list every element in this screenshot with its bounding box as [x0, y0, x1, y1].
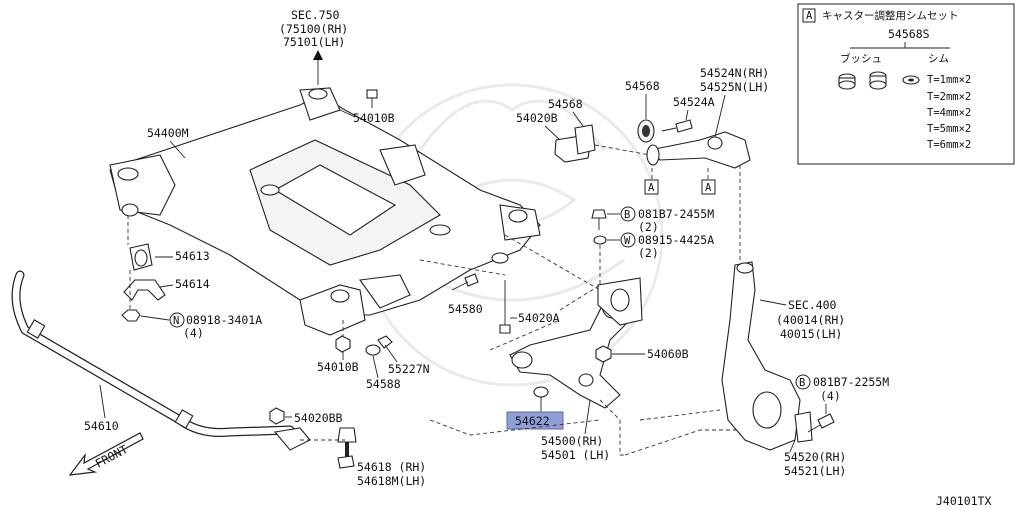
- figure-code: J40101TX: [936, 494, 991, 508]
- bush-icon-2: [869, 71, 887, 90]
- shim-size-2: T=2mm×2: [927, 91, 971, 103]
- sec750-label: SEC.750: [291, 8, 340, 22]
- sec750-rh-label: (75100(RH): [279, 22, 348, 36]
- shim-icon: [902, 75, 920, 85]
- circle-b-2: [795, 374, 811, 390]
- shim-size-4: T=5mm×2: [927, 123, 971, 135]
- bushing-54613[interactable]: [129, 243, 153, 271]
- label-54520: 54520(RH): [784, 450, 846, 464]
- bolt-081b7-2255m[interactable]: [807, 413, 835, 433]
- bush-icon-1: [838, 73, 856, 90]
- label-08915-qty: (2): [638, 246, 659, 260]
- label-081b7-2455m-qty: (2): [638, 220, 659, 234]
- washer-08915-4425a[interactable]: [593, 235, 607, 245]
- stabilizer-link-54618[interactable]: [273, 427, 357, 469]
- ref-a-box-2: [701, 179, 716, 195]
- label-54060b: 54060B: [647, 347, 689, 361]
- label-sec400: SEC.400: [788, 298, 837, 312]
- label-54010b-bottom: 54010B: [317, 360, 359, 374]
- label-54618: 54618 (RH): [357, 460, 426, 474]
- bolt-54010b-top[interactable]: [366, 89, 378, 108]
- ref-a-2: A: [705, 182, 712, 194]
- washer-54622[interactable]: [533, 386, 549, 412]
- label-54622[interactable]: 54622: [515, 414, 550, 428]
- circle-w: [620, 232, 636, 248]
- label-54610: 54610: [84, 419, 119, 433]
- label-08915: 08915-4425A: [638, 233, 714, 247]
- highlight-54622: [506, 411, 564, 430]
- label-sec400-lh: 40015(LH): [780, 327, 842, 341]
- clamp-54614[interactable]: [123, 279, 166, 301]
- label-54500: 54500(RH): [541, 434, 603, 448]
- label-54524a: 54524A: [673, 95, 715, 109]
- subframe-54400m[interactable]: [109, 87, 541, 336]
- label-54501: 54501 (LH): [541, 448, 610, 462]
- label-54020bb: 54020BB: [294, 411, 343, 425]
- label-54614: 54614: [175, 277, 210, 291]
- inset-badge: A: [806, 10, 813, 22]
- ref-a-1: A: [648, 182, 655, 194]
- bolt-54010b-bottom[interactable]: [335, 335, 351, 353]
- label-54010b-top: 54010B: [353, 111, 395, 125]
- label-sec400-rh: (40014(RH): [776, 313, 845, 327]
- circle-n: N: [173, 315, 179, 327]
- circle-b-1: [620, 206, 636, 222]
- label-54400m: 54400M: [147, 126, 189, 140]
- inset-col-shim: シム: [928, 53, 949, 65]
- label-081b7-2255m: 081B7-2255M: [813, 375, 889, 389]
- washer-55227n[interactable]: [365, 335, 393, 356]
- label-55227n: 55227N: [388, 362, 430, 376]
- label-54020a: 54020A: [518, 311, 560, 325]
- circle-w-text: W: [624, 235, 631, 247]
- shim-size-1: T=1mm×2: [927, 74, 971, 86]
- label-54618m: 54618M(LH): [357, 474, 426, 488]
- circle-b-1-text: B: [624, 209, 630, 221]
- bolt-081b7-2455m[interactable]: [591, 209, 607, 230]
- lower-arm-54500[interactable]: [509, 277, 643, 409]
- upper-arm-54524n[interactable]: [646, 131, 751, 260]
- bolt-54524a[interactable]: [661, 119, 693, 133]
- nut-54020bb[interactable]: [269, 407, 285, 425]
- shim-size-3: T=4mm×2: [927, 107, 971, 119]
- inset-title: キャスター調整用シムセット: [822, 9, 959, 22]
- label-54588: 54588: [366, 377, 401, 391]
- label-54568-a: 54568: [548, 97, 583, 111]
- inset-col-bush: ブッシュ: [840, 52, 882, 65]
- label-54580: 54580: [448, 302, 483, 316]
- shim-size-5: T=6mm×2: [927, 139, 971, 151]
- sec750-callout: SEC.750 (75100(RH) 75101(LH): [279, 8, 348, 85]
- label-081b7-2255m-qty: (4): [820, 389, 841, 403]
- label-54524n: 54524N(RH): [700, 66, 769, 80]
- label-54525n: 54525N(LH): [700, 80, 769, 94]
- bushing-54568-b[interactable]: [637, 119, 655, 143]
- label-081b7-2455m: 081B7-2455M: [638, 207, 714, 221]
- front-label: FRONT: [93, 442, 130, 471]
- inset-part-number: 54568S: [888, 27, 930, 41]
- bolt-54580[interactable]: [451, 273, 479, 291]
- label-54568-b: 54568: [625, 79, 660, 93]
- nut-08918-3401a[interactable]: [121, 309, 185, 328]
- bolt-54020a[interactable]: [499, 280, 511, 334]
- label-54521: 54521(LH): [784, 464, 846, 478]
- ref-a-box-1: [644, 179, 659, 195]
- label-08918-qty: (4): [183, 326, 204, 340]
- label-54020b: 54020B: [516, 111, 558, 125]
- stabilizer-bar-54610[interactable]: [11, 270, 295, 437]
- label-54613: 54613: [175, 249, 210, 263]
- nut-54060b[interactable]: [595, 345, 612, 363]
- knuckle-sec400[interactable]: [721, 261, 813, 451]
- label-08918: 08918-3401A: [186, 313, 262, 327]
- front-arrow-icon: [68, 432, 144, 476]
- inset-caster-shim-set: A キャスター調整用シムセット 54568S ブッシュ シム T=1mm×2 T…: [797, 3, 1015, 165]
- circle-b-2-text: B: [799, 377, 805, 389]
- sec750-lh-label: 75101(LH): [283, 35, 345, 49]
- bushing-54568-a[interactable]: [574, 124, 596, 155]
